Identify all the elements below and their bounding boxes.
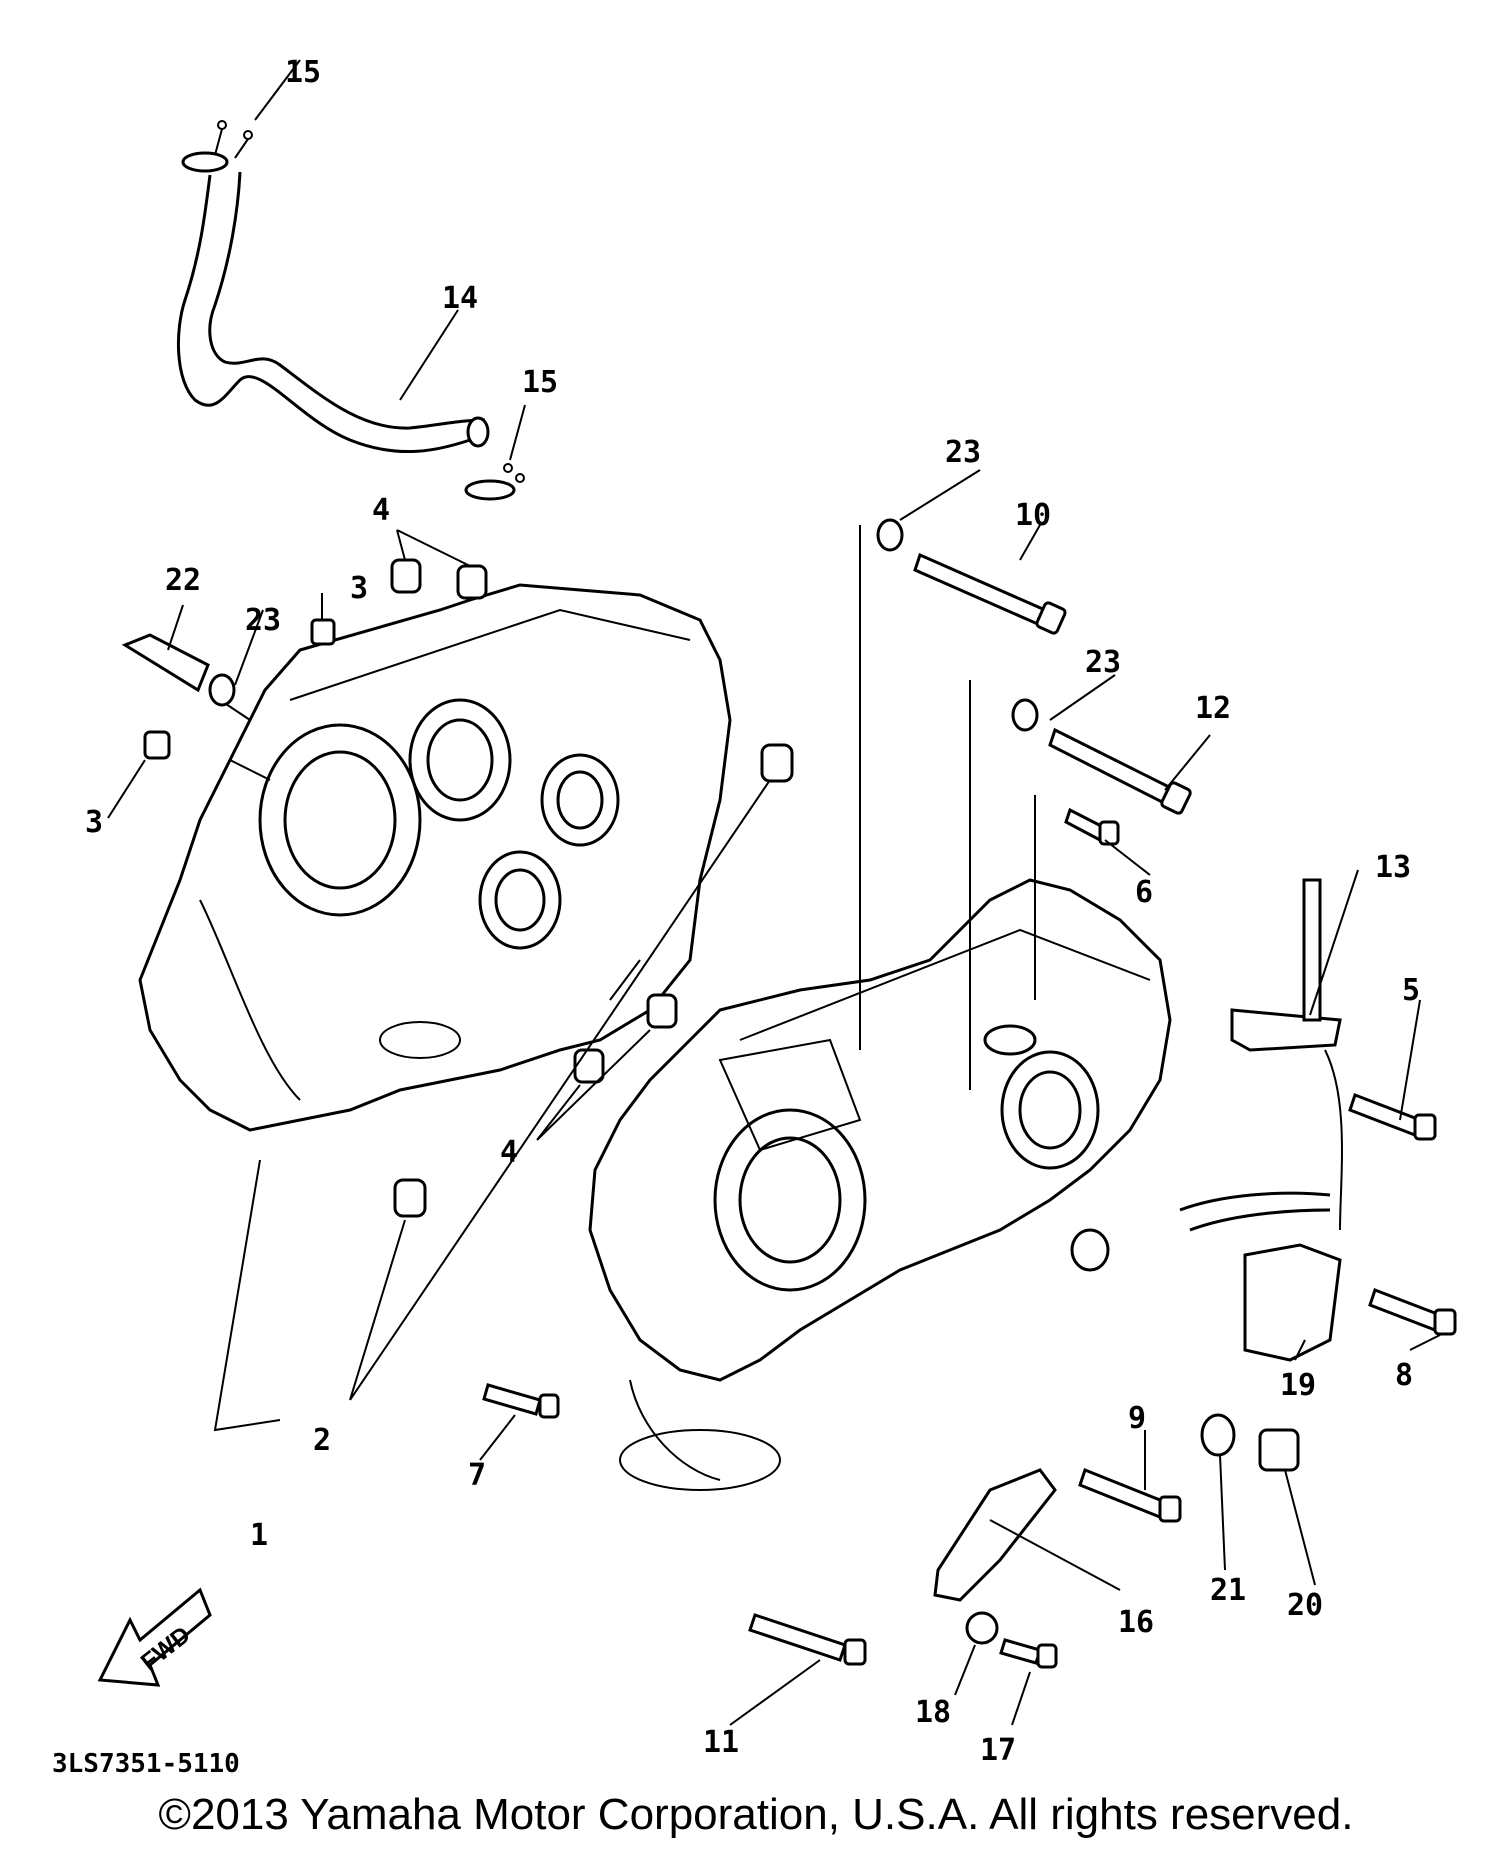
label-1: 1	[250, 1518, 268, 1553]
label-23-left: 23	[245, 603, 281, 638]
label-3-left: 3	[85, 805, 103, 840]
label-23-upper: 23	[945, 435, 981, 470]
hose-clamp-15-lower	[464, 463, 525, 501]
bolt-17	[999, 1638, 1058, 1669]
label-3-top: 3	[350, 571, 368, 606]
bolt-8	[1368, 1288, 1457, 1336]
hose-clamp-15-top	[181, 120, 253, 173]
label-21: 21	[1210, 1573, 1246, 1608]
washer-23-mid	[1011, 698, 1039, 732]
washer-21	[1200, 1413, 1236, 1457]
label-6: 6	[1135, 875, 1153, 910]
bolt-10	[913, 552, 1067, 635]
label-18: 18	[915, 1695, 951, 1730]
hose-14	[177, 171, 490, 454]
crankcase-right	[588, 878, 1172, 1491]
crankcase-left	[138, 583, 732, 1132]
washer-18	[965, 1611, 999, 1645]
diagram-code: 3LS7351-5110	[52, 1749, 240, 1779]
label-11: 11	[703, 1725, 739, 1760]
bracket-19	[1243, 1243, 1342, 1362]
drain-plug-20	[1258, 1428, 1300, 1472]
bolt-5	[1348, 1093, 1437, 1141]
bolt-11	[748, 1613, 867, 1666]
label-4-top: 4	[372, 493, 390, 528]
cable-19	[1179, 1049, 1343, 1232]
label-7: 7	[468, 1458, 486, 1493]
label-4-lower: 4	[500, 1135, 518, 1170]
label-17: 17	[980, 1733, 1016, 1768]
label-23-mid: 23	[1085, 645, 1121, 680]
label-13: 13	[1375, 850, 1411, 885]
label-15-top: 15	[285, 55, 321, 90]
bolt-7	[482, 1383, 560, 1419]
label-8: 8	[1395, 1358, 1413, 1393]
plate-16	[933, 1468, 1057, 1602]
label-22: 22	[165, 563, 201, 598]
part-labels: 15 14 15 4 22 23 3 3 23 10 23 12 6 13 5 …	[85, 55, 1420, 1768]
label-19: 19	[1280, 1368, 1316, 1403]
label-14: 14	[442, 281, 478, 316]
label-15-lower: 15	[522, 365, 558, 400]
plugs-3	[143, 618, 336, 760]
label-9: 9	[1128, 1401, 1146, 1436]
bolt-6	[1064, 807, 1120, 846]
bracket-13	[1230, 878, 1342, 1052]
bolt-22	[121, 633, 210, 693]
label-5: 5	[1402, 973, 1420, 1008]
bolt-12	[1048, 727, 1192, 815]
label-10: 10	[1015, 498, 1051, 533]
bolt-9	[1078, 1468, 1182, 1523]
copyright-notice: ©2013 Yamaha Motor Corporation, U.S.A. A…	[158, 1790, 1354, 1839]
washer-23-left	[208, 673, 236, 707]
label-2: 2	[313, 1423, 331, 1458]
fwd-arrow: FWD	[97, 1587, 212, 1687]
label-16: 16	[1118, 1605, 1154, 1640]
label-12: 12	[1195, 691, 1231, 726]
leader-lines	[107, 59, 1441, 1726]
dowel-pins-2	[393, 743, 794, 1218]
washer-23-upper	[876, 518, 904, 552]
label-20: 20	[1287, 1588, 1323, 1623]
